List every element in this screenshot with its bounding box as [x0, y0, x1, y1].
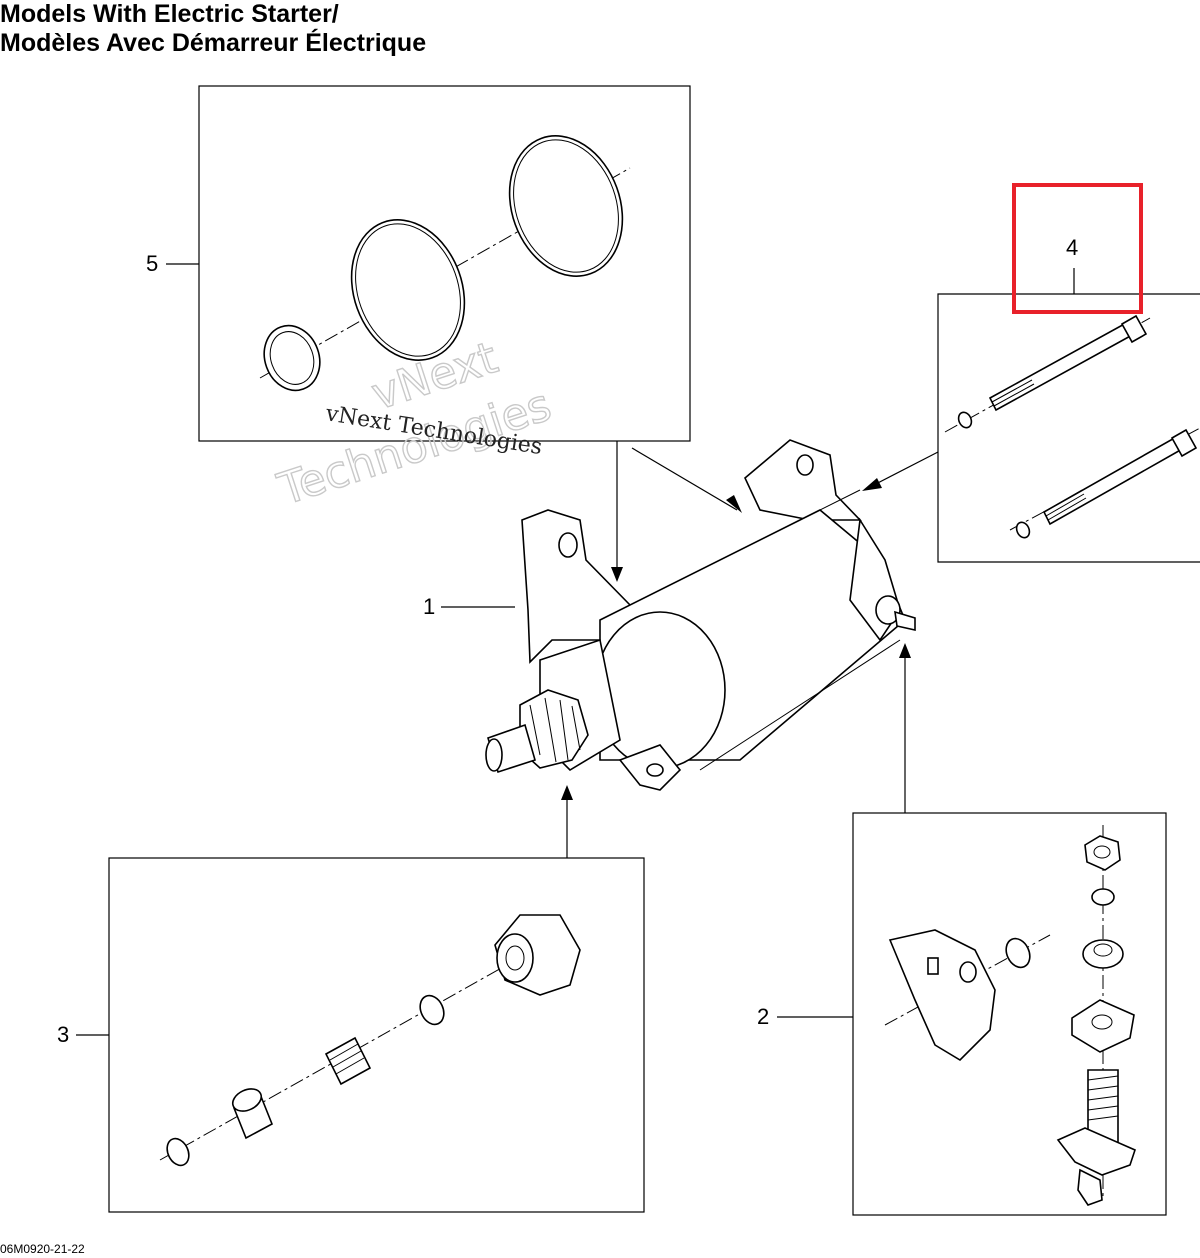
lower-washer[interactable]: [1014, 520, 1032, 540]
insulating-washer[interactable]: [1082, 939, 1124, 969]
arrow-head-5a: [611, 567, 623, 582]
title-french: Modèles Avec Démarreur Électrique: [0, 29, 427, 57]
terminal-clip[interactable]: [1071, 999, 1135, 1053]
upper-long-bolt[interactable]: [988, 314, 1148, 412]
drive-retaining-ring[interactable]: [163, 1135, 193, 1169]
callout-3: 3: [57, 1022, 69, 1047]
callout-4: 4: [1066, 235, 1078, 260]
detail-box-3: [108, 857, 645, 1213]
callout-5: 5: [146, 251, 158, 276]
connector-arrows: [561, 441, 939, 858]
medium-o-ring[interactable]: [333, 204, 484, 376]
small-o-ring[interactable]: [255, 318, 328, 398]
plate-slot: [927, 957, 939, 975]
starter-motor[interactable]: [485, 439, 916, 791]
callout-2: 2: [757, 1004, 769, 1029]
callout-4-highlight: [1012, 183, 1143, 314]
detail-box-5: [198, 85, 691, 442]
lock-washer[interactable]: [1091, 888, 1115, 906]
medium-o-ring-inner: [355, 223, 461, 357]
bracket-hole-lower: [646, 763, 664, 777]
plate-hole: [959, 961, 977, 983]
arrow-5-to-motor-b: [631, 447, 738, 511]
diagram-title: Models With Electric Starter/ Modèles Av…: [0, 0, 426, 58]
lower-long-bolt[interactable]: [1042, 428, 1198, 526]
arrow-head-2: [899, 643, 911, 658]
arrow-4-to-motor: [867, 451, 939, 489]
drive-spring[interactable]: [324, 1036, 372, 1086]
large-o-ring[interactable]: [491, 120, 642, 292]
terminal-stud: [894, 610, 916, 631]
drive-bushing[interactable]: [229, 1085, 274, 1140]
upper-washer[interactable]: [956, 410, 974, 430]
arrow-head-5b: [726, 495, 742, 513]
shaft-end: [485, 738, 503, 772]
bracket-hole-left: [558, 532, 578, 558]
detail-box-3-frame: [108, 857, 645, 1213]
callout-leaders: [76, 263, 1075, 1036]
terminal-plate[interactable]: [888, 929, 996, 1062]
bracket-hole-rear: [796, 454, 814, 476]
terminal-nut: [875, 595, 901, 625]
drawing-code: 06M0920-21-22: [0, 1242, 85, 1256]
plate-o-ring[interactable]: [1002, 935, 1035, 971]
detail-box-4-frame: [937, 293, 1200, 563]
callout-1: 1: [423, 594, 435, 619]
small-o-ring-inner: [269, 331, 315, 385]
detail-box-4: [937, 293, 1200, 563]
title-english: Models With Electric Starter/: [0, 0, 339, 28]
terminal-stud-bolt[interactable]: [1056, 1069, 1136, 1206]
terminal-nut-hex[interactable]: [1084, 835, 1121, 871]
arrow-head-3: [561, 785, 573, 800]
detail-box-2: [852, 812, 1167, 1216]
drive-o-ring[interactable]: [416, 992, 449, 1028]
large-o-ring-inner: [513, 139, 619, 273]
arrow-head-4: [862, 478, 882, 491]
drive-pinion-gear[interactable]: [494, 914, 581, 996]
detail-box-2-frame: [852, 812, 1167, 1216]
